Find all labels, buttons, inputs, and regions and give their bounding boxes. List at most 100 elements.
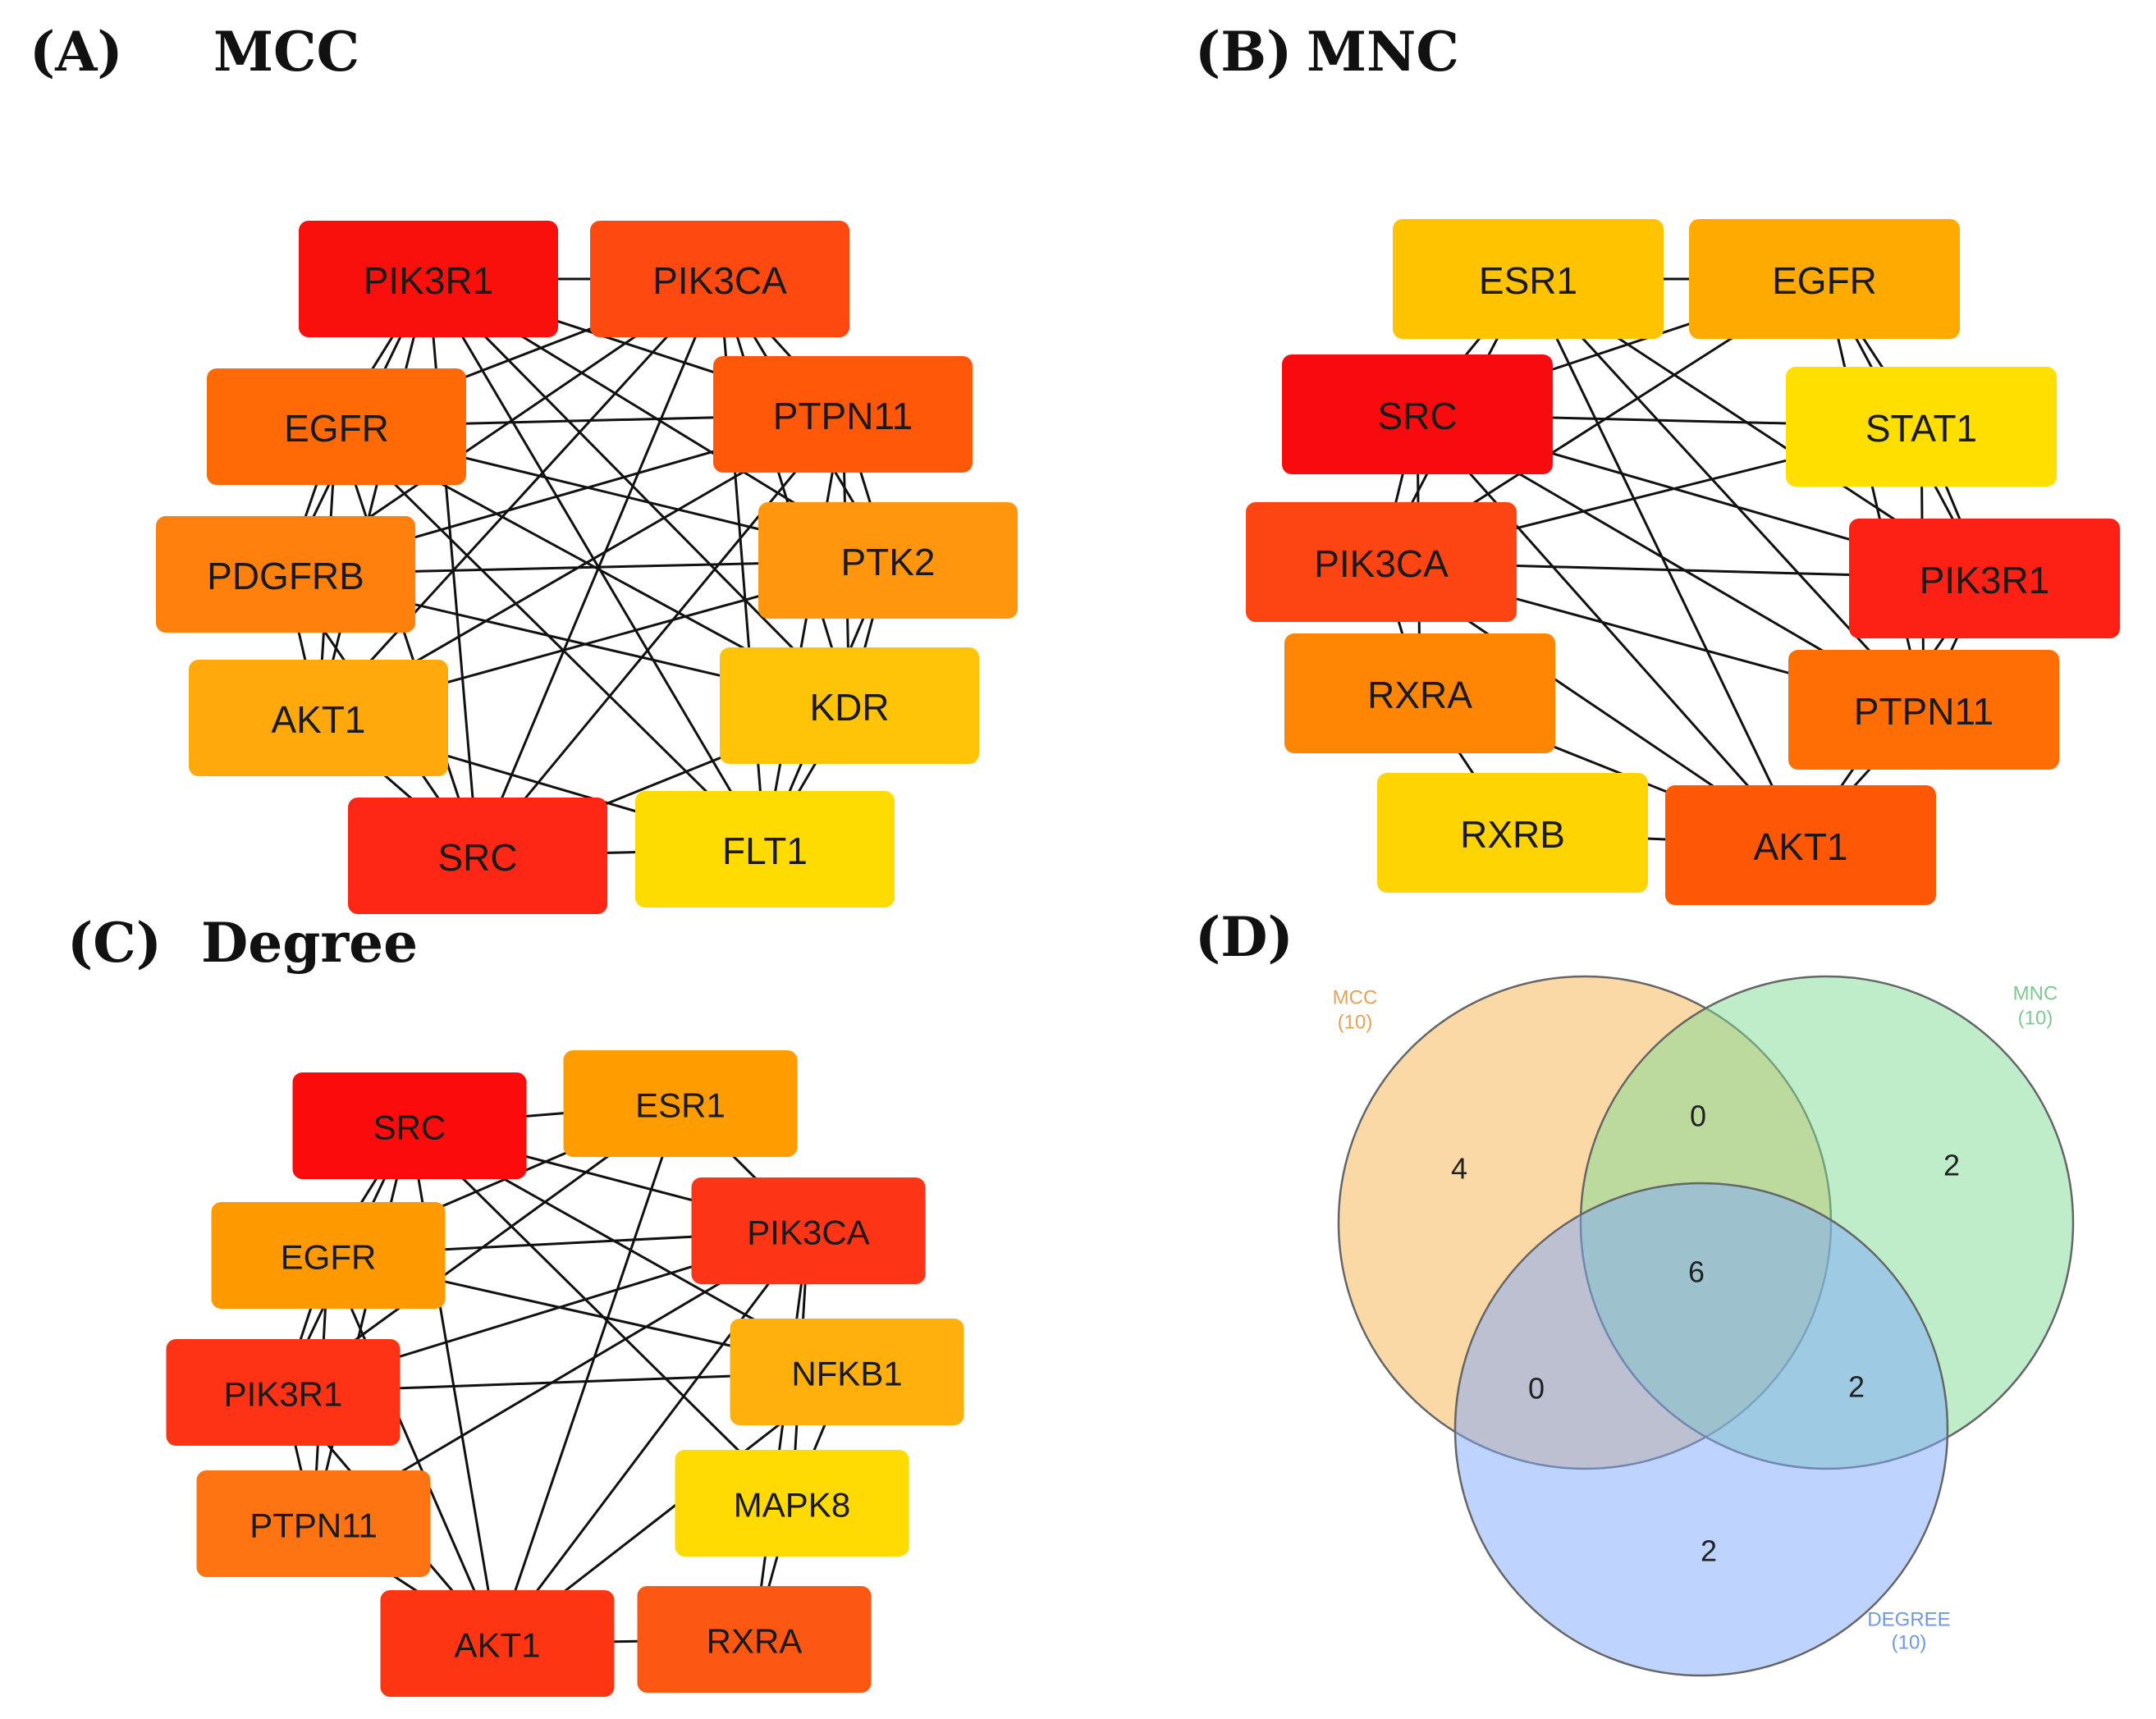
node-label: MAPK8 — [734, 1486, 850, 1525]
venn-label-degree-count: (10) — [1892, 1632, 1927, 1654]
network-node: EGFR — [1689, 219, 1960, 339]
node-box — [156, 516, 415, 633]
node-box — [299, 221, 558, 337]
node-label: PIK3CA — [1314, 542, 1449, 585]
node-label: EGFR — [284, 407, 389, 450]
panel-d-venn-diagram: (D) MCC (10) MNC (10) DEGREE (10) 4 2 0 … — [1195, 905, 2075, 1677]
node-label: AKT1 — [1753, 825, 1847, 868]
node-label: ESR1 — [1479, 259, 1577, 302]
node-label: STAT1 — [1865, 407, 1977, 450]
node-box — [166, 1339, 401, 1446]
network-node: PTPN11 — [1788, 650, 2059, 770]
network-node: EGFR — [207, 368, 466, 485]
node-label: NFKB1 — [791, 1355, 902, 1393]
node-label: PIK3R1 — [224, 1375, 343, 1414]
node-box — [563, 1050, 798, 1157]
node-box — [713, 356, 973, 473]
network-edge — [1527, 278, 1802, 846]
network-node: SRC — [348, 798, 607, 914]
panel-d-letter: (D) — [1195, 905, 1293, 969]
node-label: KDR — [809, 686, 889, 729]
venn-label-mnc-name: MNC — [2013, 983, 2058, 1005]
venn-region-mcc-degree: 0 — [1528, 1372, 1545, 1406]
node-label: SRC — [373, 1109, 446, 1147]
venn-region-degree-only: 2 — [1701, 1534, 1717, 1568]
node-box — [348, 798, 607, 914]
network-node: PDGFRB — [156, 516, 415, 633]
network-edge — [1416, 414, 1802, 846]
node-label: PTPN11 — [1854, 690, 1993, 733]
node-label: RXRB — [1460, 813, 1565, 856]
venn-label-mnc-count: (10) — [2018, 1008, 2053, 1030]
venn-label-mcc-name: MCC — [1333, 987, 1378, 1009]
venn-region-mnc-degree: 2 — [1848, 1370, 1865, 1404]
panel-b-letter: (B) — [1195, 20, 1292, 84]
venn-circle-degree — [1453, 1182, 1949, 1677]
network-node: PTPN11 — [713, 356, 973, 473]
node-label: PDGFRB — [207, 555, 364, 597]
network-edge — [476, 414, 845, 857]
node-label: PIK3R1 — [364, 259, 494, 302]
venn-region-mnc-only: 2 — [1943, 1149, 1960, 1182]
network-edge — [427, 277, 851, 707]
node-box — [211, 1202, 446, 1309]
node-label: PIK3CA — [747, 1214, 869, 1252]
panel-a-letter: (A) — [30, 20, 123, 84]
node-label: EGFR — [281, 1238, 377, 1277]
node-box — [1377, 773, 1648, 893]
node-label: PTK2 — [840, 541, 935, 583]
network-node: NFKB1 — [730, 1319, 964, 1425]
node-box — [1689, 219, 1960, 339]
node-box — [207, 368, 466, 485]
network-edge — [317, 277, 721, 720]
network-node: KDR — [720, 647, 979, 764]
node-label: PTPN11 — [249, 1506, 378, 1545]
node-label: ESR1 — [635, 1086, 726, 1125]
node-box — [691, 1177, 926, 1284]
network-node: SRC — [1282, 354, 1553, 474]
network-node: AKT1 — [380, 1590, 615, 1697]
node-box — [1282, 354, 1553, 474]
node-label: PIK3R1 — [1920, 559, 2050, 601]
network-node: PIK3CA — [691, 1177, 926, 1284]
node-label: SRC — [437, 836, 517, 879]
node-box — [635, 791, 895, 908]
network-edge — [335, 426, 479, 857]
node-box — [380, 1590, 615, 1697]
network-node: PIK3CA — [1246, 502, 1517, 622]
network-edge — [1823, 278, 1925, 711]
node-box — [1788, 650, 2059, 770]
network-node: PIK3R1 — [299, 221, 558, 337]
node-box — [1393, 219, 1664, 339]
network-edge — [408, 1124, 794, 1505]
venn-label-mcc-count: (10) — [1338, 1012, 1373, 1034]
network-node: RXRB — [1377, 773, 1648, 893]
network-node: ESR1 — [1393, 219, 1664, 339]
panel-c-letter: (C) — [67, 911, 162, 975]
network-edge — [763, 414, 845, 850]
network-node: EGFR — [211, 1202, 446, 1309]
network-node: RXRA — [637, 1586, 872, 1693]
network-node: ESR1 — [563, 1050, 798, 1157]
node-label: AKT1 — [271, 698, 365, 741]
network-edge — [312, 1125, 411, 1525]
node-box — [1284, 633, 1555, 753]
venn-region-mcc-only: 4 — [1451, 1152, 1467, 1186]
node-label: RXRA — [707, 1622, 803, 1661]
node-box — [730, 1319, 964, 1425]
network-node: AKT1 — [1665, 785, 1936, 905]
node-box — [189, 660, 448, 776]
node-label: PTPN11 — [773, 395, 913, 437]
network-node: AKT1 — [189, 660, 448, 776]
node-label: AKT1 — [454, 1626, 540, 1665]
panel-c-degree-network: (C) Degree SRCESR1EGFRPIK3CAPIK3R1NFKB1P… — [67, 911, 964, 1697]
node-box — [675, 1450, 909, 1557]
network-edge — [496, 1230, 810, 1644]
network-edge — [496, 1103, 682, 1644]
network-node: PTK2 — [758, 502, 1018, 619]
node-label: PIK3CA — [652, 259, 787, 302]
network-edge — [317, 278, 430, 719]
